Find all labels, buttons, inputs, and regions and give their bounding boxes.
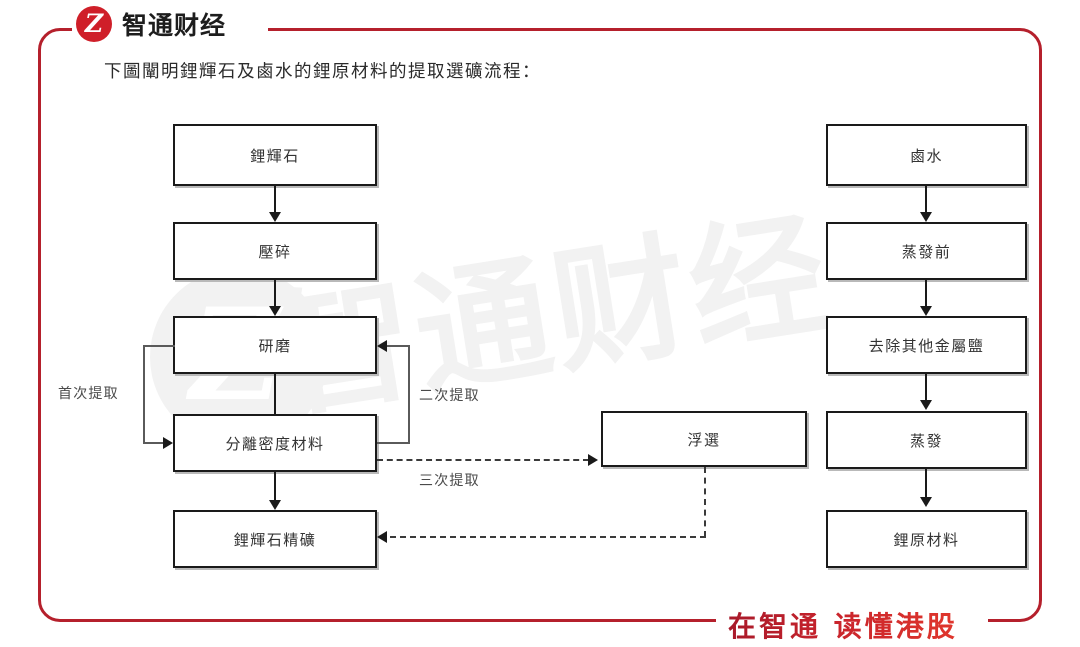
node-label: 蒸發前 xyxy=(901,242,952,261)
arrowhead-down xyxy=(269,306,281,316)
edge-grinding-density xyxy=(274,374,276,416)
edge-spodumene-crushing xyxy=(274,186,276,216)
zhitong-logo-icon: Z xyxy=(76,6,112,42)
node-label: 去除其他金屬鹽 xyxy=(868,336,985,355)
node-label: 壓碎 xyxy=(258,242,292,261)
logo-z-glyph: Z xyxy=(84,8,104,38)
loop-first-extraction-top xyxy=(143,345,175,347)
node-pre-evaporation: 蒸發前 xyxy=(826,222,1027,280)
loop-second-extraction-side xyxy=(408,345,410,444)
arrowhead-left xyxy=(377,531,387,543)
frame-gap-slogan xyxy=(716,608,988,634)
node-density-separation: 分離密度材料 xyxy=(173,414,377,472)
node-label: 鹵水 xyxy=(909,146,943,165)
node-label: 浮選 xyxy=(687,430,721,449)
arrowhead-left xyxy=(377,340,387,352)
arrowhead-down xyxy=(920,400,932,410)
edge-preevap-removesalts xyxy=(925,280,927,310)
node-label: 鋰輝石精礦 xyxy=(233,530,317,549)
label-first-extraction: 首次提取 xyxy=(58,386,119,402)
loop-first-extraction-side xyxy=(143,345,145,443)
arrowhead-down xyxy=(269,500,281,510)
edge-density-flotation xyxy=(377,459,589,461)
node-spodumene: 鋰輝石 xyxy=(173,124,377,186)
node-brine: 鹵水 xyxy=(826,124,1027,186)
node-evaporation: 蒸發 xyxy=(826,411,1027,469)
edge-removesalts-evaporation xyxy=(925,374,927,404)
brand-slogan: 在智通 读懂港股 xyxy=(728,605,958,645)
node-label: 鋰輝石 xyxy=(250,146,300,165)
label-second-extraction: 二次提取 xyxy=(419,388,480,404)
brand-name: 智通财经 xyxy=(122,11,227,40)
edge-density-concentrate xyxy=(274,472,276,504)
node-label: 研磨 xyxy=(258,336,292,355)
node-crushing: 壓碎 xyxy=(173,222,377,280)
loop-second-extraction-bottom xyxy=(377,442,410,444)
loop-first-extraction-bottom xyxy=(143,442,165,444)
edge-crushing-grinding xyxy=(274,280,276,310)
node-spodumene-concentrate: 鋰輝石精礦 xyxy=(173,510,377,568)
node-label: 蒸發 xyxy=(909,431,943,450)
brand-header: Z 智通财经 xyxy=(76,6,226,42)
node-label: 鋰原材料 xyxy=(893,530,960,549)
arrowhead-right xyxy=(163,437,173,449)
frame-gap-logo xyxy=(72,18,268,40)
loop-second-extraction-top xyxy=(387,345,410,347)
node-lithium-raw-material: 鋰原材料 xyxy=(826,510,1027,568)
edge-flotation-return-vertical xyxy=(704,467,706,537)
node-label: 分離密度材料 xyxy=(225,434,325,453)
caption-text: 下圖闡明鋰輝石及鹵水的鋰原材料的提取選礦流程： xyxy=(104,62,541,82)
arrowhead-down xyxy=(920,212,932,222)
label-third-extraction: 三次提取 xyxy=(419,473,480,489)
arrowhead-right xyxy=(588,454,598,466)
edge-evaporation-rawmaterial xyxy=(925,469,927,501)
arrowhead-down xyxy=(920,306,932,316)
edge-brine-preevap xyxy=(925,186,927,216)
edge-flotation-return-horizontal xyxy=(390,536,706,538)
node-flotation: 浮選 xyxy=(601,411,807,467)
red-border-frame xyxy=(38,28,1042,622)
node-grinding: 研磨 xyxy=(173,316,377,374)
arrowhead-down xyxy=(269,212,281,222)
arrowhead-down xyxy=(920,497,932,507)
node-remove-metal-salts: 去除其他金屬鹽 xyxy=(826,316,1027,374)
